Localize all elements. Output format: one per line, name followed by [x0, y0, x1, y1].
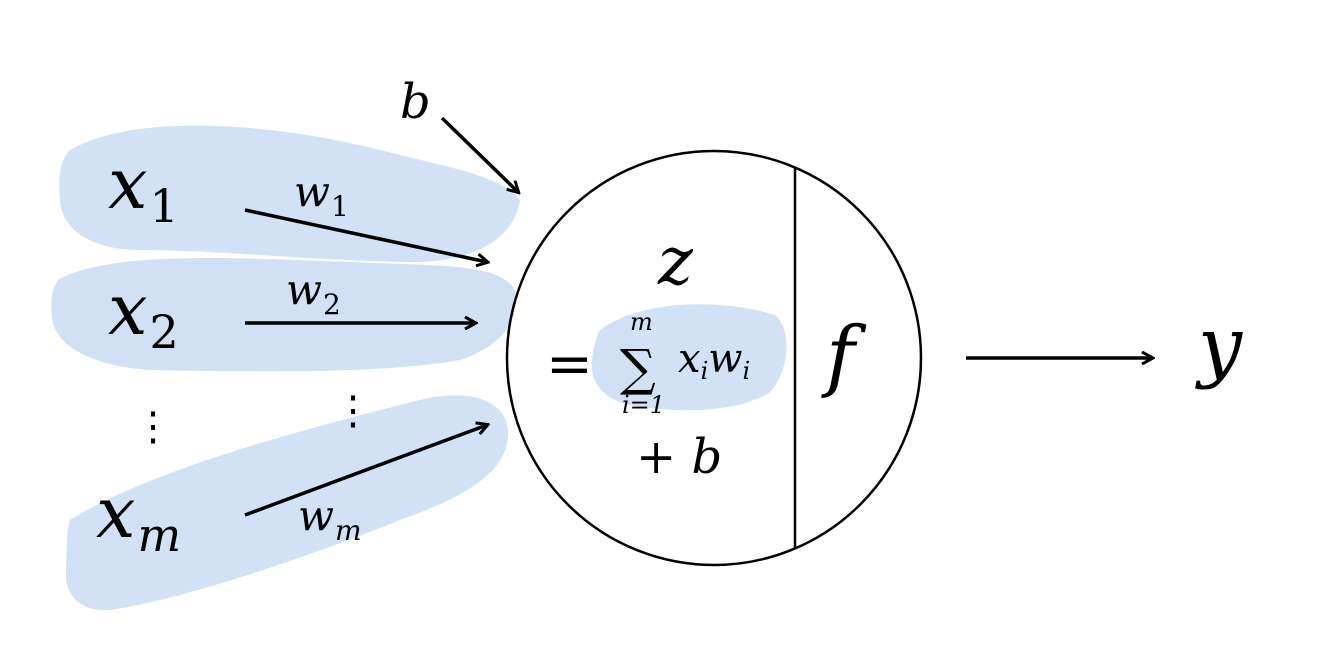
equals-sign: =	[546, 332, 593, 397]
input-x2-label: x2	[108, 269, 179, 359]
weight-wm-label: wm	[298, 491, 362, 547]
output-y-label: y	[1195, 301, 1243, 391]
highlight-x2-row	[51, 257, 516, 372]
highlight-xm-row	[65, 395, 509, 611]
highlight-x1-row	[59, 125, 520, 262]
weight-w1-label: w1	[294, 167, 349, 223]
arrow-xm-to-neuron	[244, 425, 487, 517]
input-xm-label: xm	[96, 472, 181, 562]
highlight-scribbles	[51, 125, 787, 611]
sum-label-z: z	[657, 223, 694, 300]
sum-term: xiwi	[678, 336, 750, 385]
sum-upper-limit: m	[630, 308, 653, 336]
arrow-x1-to-neuron	[244, 208, 487, 262]
highlight-sum-term	[591, 304, 787, 411]
weight-w2-label: w2	[286, 265, 341, 321]
sum-lower-limit: i=1	[622, 391, 665, 419]
inputs-ellipsis: ⋮	[133, 404, 173, 450]
bias-label: b	[400, 74, 431, 130]
neuron-circle	[505, 149, 923, 567]
input-x1-label: x1	[108, 143, 179, 233]
activation-function-f: f	[821, 311, 867, 401]
summation-symbol: ∑	[620, 339, 656, 397]
plus-bias: + b	[636, 429, 722, 485]
arrow-bias-to-neuron	[440, 116, 518, 192]
weights-ellipsis: ⋮	[333, 388, 373, 434]
